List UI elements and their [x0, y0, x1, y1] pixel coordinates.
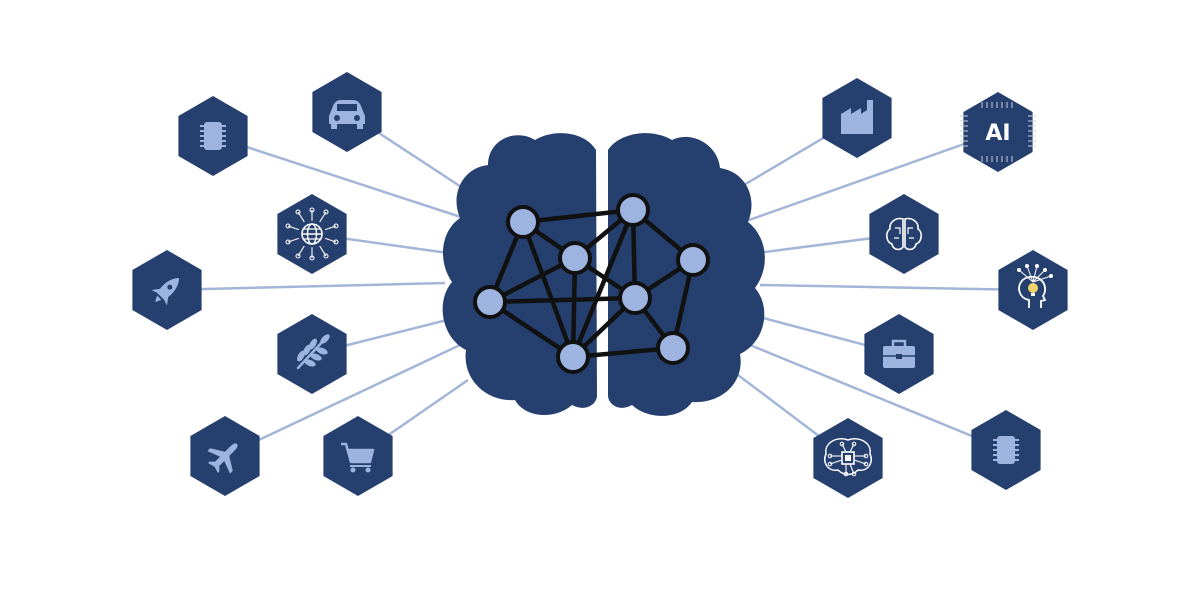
head-idea-icon — [1017, 264, 1053, 308]
connector-line — [749, 343, 1007, 452]
neural-node — [616, 193, 650, 227]
ai-label: AI — [985, 121, 1010, 146]
ai-chip-icon: AI — [960, 102, 1036, 162]
hex-shopping-cart-icon-left-6 — [323, 416, 393, 496]
hex-car-icon-left-1 — [312, 72, 382, 152]
hex-brain-cpu-icon-right-5 — [813, 418, 883, 498]
brain-left-hemisphere — [442, 133, 597, 416]
factory-icon — [841, 100, 873, 134]
connector-line — [212, 134, 471, 222]
neural-edge — [570, 207, 636, 360]
neural-edge — [520, 219, 576, 360]
hex-airplane-icon-left-5 — [190, 416, 260, 496]
airplane-icon — [207, 443, 238, 474]
hex-rocket-icon-left-3 — [132, 250, 202, 330]
chip-icon — [993, 436, 1019, 464]
neural-node — [473, 285, 507, 319]
application-icons: AI — [132, 72, 1068, 498]
brain-cpu-icon — [824, 438, 872, 477]
briefcase-icon — [883, 339, 915, 368]
hex-head-idea-icon-right-3 — [998, 250, 1068, 330]
leaf-icon — [296, 334, 330, 370]
neural-node — [558, 241, 592, 275]
hex-globe-network-icon-left-2 — [277, 194, 347, 274]
hex-leaf-icon-left-4 — [277, 314, 347, 394]
connector-line — [224, 343, 461, 458]
neural-node — [556, 340, 590, 374]
hex-ai-chip-icon-right-1: AI — [960, 92, 1036, 172]
hex-factory-icon-right-0 — [822, 78, 892, 158]
chip-icon — [200, 122, 226, 150]
hex-brain-circuit-icon-right-2 — [869, 194, 939, 274]
neural-edge — [520, 207, 636, 225]
neural-edge — [487, 295, 638, 305]
hex-chip-icon-right-6 — [971, 410, 1041, 490]
neural-nodes — [473, 193, 710, 374]
neural-node — [506, 205, 540, 239]
neural-node — [676, 243, 710, 277]
hexagon — [963, 92, 1033, 172]
connector-line — [166, 281, 446, 292]
hex-briefcase-icon-right-4 — [864, 314, 934, 394]
car-icon — [329, 100, 365, 129]
connector-line — [759, 283, 1034, 292]
globe-network-icon — [285, 207, 339, 261]
neural-node — [656, 331, 690, 365]
connector-line — [734, 130, 999, 227]
neural-node — [618, 281, 652, 315]
hex-chip-icon-left-0 — [178, 96, 248, 176]
hexagon — [869, 194, 939, 274]
neural-brain-icon — [442, 133, 765, 416]
shopping-cart-icon — [341, 442, 375, 473]
brain-circuit-icon — [886, 217, 922, 251]
